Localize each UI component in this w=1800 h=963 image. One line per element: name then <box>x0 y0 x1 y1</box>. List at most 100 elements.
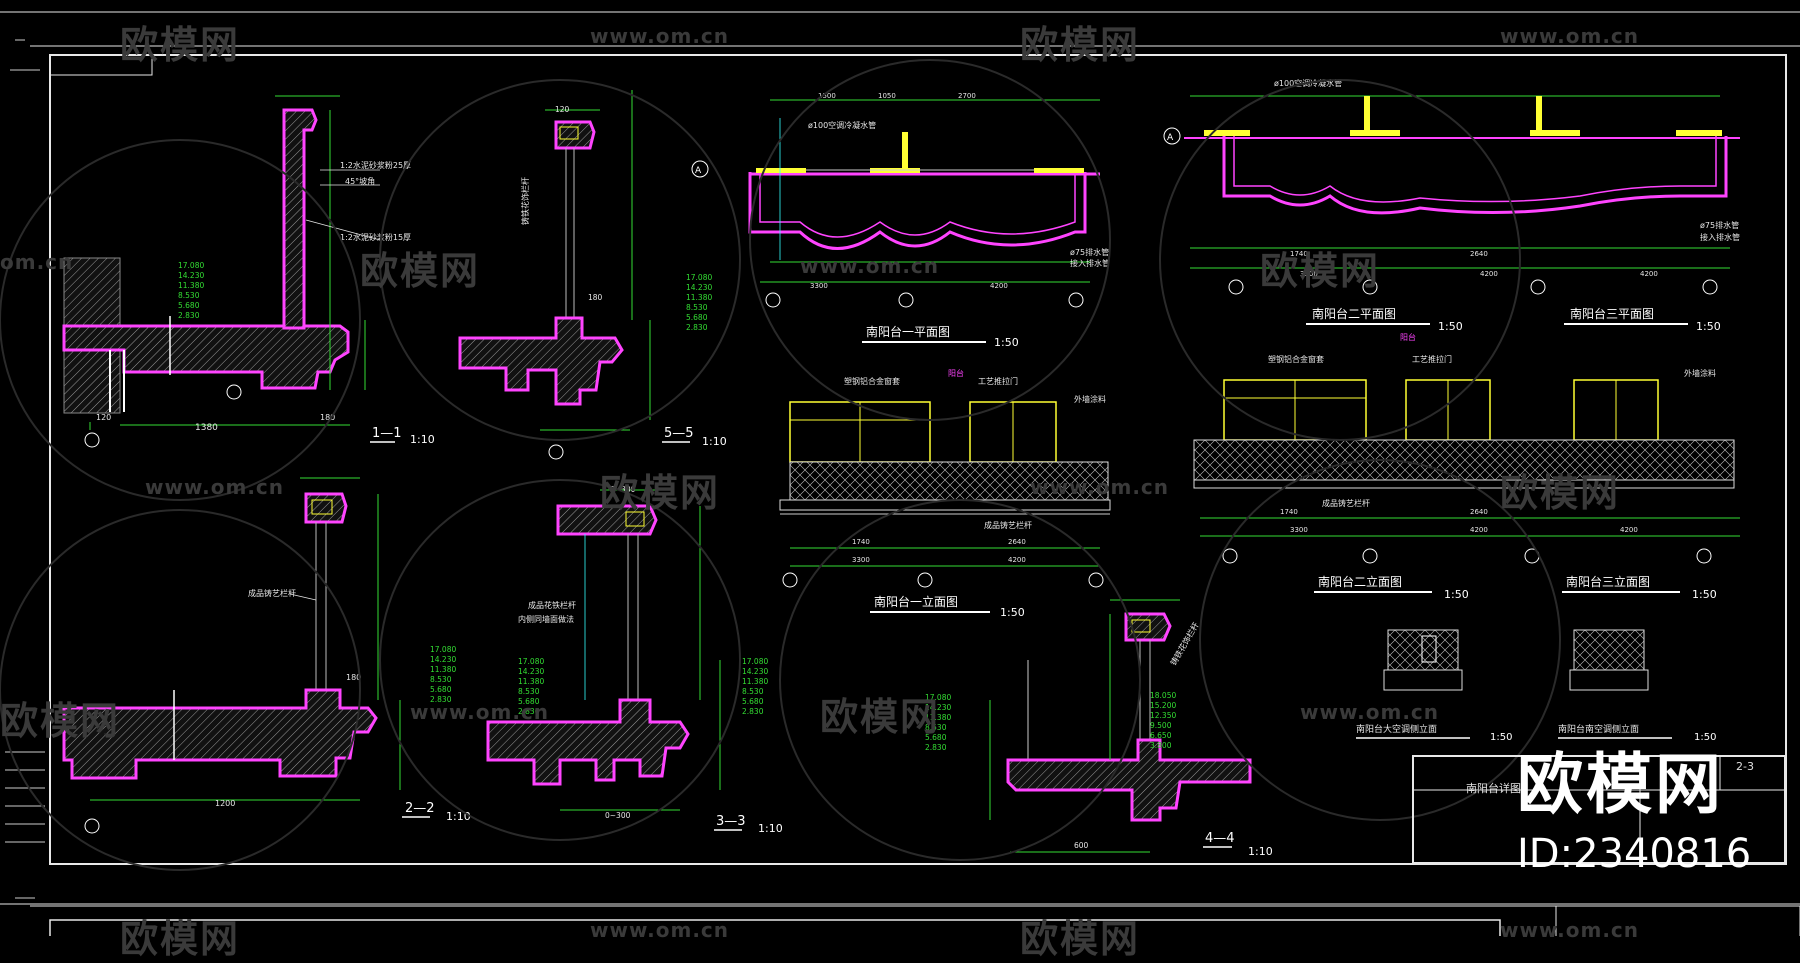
plan-balcony-2-3: ø100空调冷凝水管 ø75排水管 接入排水管 1740 2640 3300 4… <box>1163 78 1740 333</box>
dim-180-55: 180 <box>588 293 603 302</box>
dim-e2-a: 1740 <box>1280 508 1298 516</box>
margin-marks <box>5 39 45 899</box>
elevation-balcony-1: 塑钢铝合金窗套 工艺推拉门 阳台 外墙涂料 成品铸艺栏杆 1740 2640 3… <box>779 368 1111 619</box>
elev44b-2: 15.200 <box>1150 701 1176 710</box>
elev44b-3: 12.350 <box>1150 711 1176 720</box>
note-inner-wall: 内侧同墙面做法 <box>518 614 574 624</box>
elev44b-4: 9.500 <box>1150 721 1172 730</box>
watermark-url-5: www.om.cn <box>1030 475 1170 499</box>
dim-180-22: 180 <box>346 673 361 682</box>
note-cast-railing-44: 铸铁花饰栏杆 <box>1168 620 1201 667</box>
elev55-1: 17.080 <box>686 273 712 282</box>
elev2-title: 南阳台二立面图 <box>1318 574 1402 589</box>
side-elevations: 南阳台大空调侧立面 1:50 南阳台南空调侧立面 1:50 <box>1356 629 1716 743</box>
dim-e2-b: 2640 <box>1470 508 1488 516</box>
elev33b-5: 5.680 <box>742 697 764 706</box>
watermark-circles <box>0 59 1561 871</box>
plan-balcony-1: ø100空调冷凝水管 ø75排水管 接入排水管 1500 1050 2700 3… <box>691 92 1110 349</box>
side-a-scale: 1:50 <box>1490 732 1512 743</box>
dim-e2-e: 4200 <box>1620 526 1638 534</box>
elev33b-1: 17.080 <box>742 657 768 666</box>
section-label-1-1: 1—1 <box>372 426 402 441</box>
elev22-6: 2.830 <box>430 695 452 704</box>
elev2-scale: 1:50 <box>1444 588 1469 601</box>
dim-e2-d: 4200 <box>1470 526 1488 534</box>
section-2-2: 1200 180 成品铸艺栏杆 17.080 14.230 11.380 8.5… <box>62 477 471 834</box>
dim-e2-c: 3300 <box>1290 526 1308 534</box>
note-45-chamfer: 45°坡角 <box>345 176 375 186</box>
note-drain-pipe-p1: ø75排水管 <box>1070 247 1109 257</box>
dim-p1-b: 1050 <box>878 92 896 100</box>
sheet-frame <box>0 11 1800 936</box>
section-5-5: 120 180 铸铁花饰栏杆 17.080 14.230 11.380 8.53… <box>458 90 727 460</box>
watermark-brand-4: 欧模网 <box>1260 249 1381 293</box>
logo-text: 欧模网 <box>1517 746 1724 823</box>
note-railing-e2: 成品铸艺栏杆 <box>1322 498 1370 508</box>
elev33-4: 8.530 <box>518 687 540 696</box>
note-flower-railing: 成品花铁栏杆 <box>528 600 576 610</box>
section-3-3: 0~300 0~300 成品花铁栏杆 内侧同墙面做法 17.080 14.230… <box>486 485 783 835</box>
elev1-title: 南阳台一立面图 <box>874 594 958 609</box>
note-cast-railing: 铸铁花饰栏杆 <box>520 177 530 225</box>
drawing-name: 南阳台详图 <box>1466 782 1521 795</box>
elev55-3: 11.380 <box>686 293 712 302</box>
side-b-title: 南阳台南空调侧立面 <box>1558 723 1639 735</box>
elev44b-1: 18.050 <box>1150 691 1176 700</box>
plan3-title: 南阳台三平面图 <box>1570 306 1654 321</box>
section-scale-1-1: 1:10 <box>410 433 435 446</box>
watermark-url-6: www.om.cn <box>410 700 550 724</box>
dim-e1-c: 3300 <box>852 556 870 564</box>
elev-5: 5.680 <box>178 301 200 310</box>
dim-0-300-bottom: 0~300 <box>605 811 631 820</box>
elev22-3: 11.380 <box>430 665 456 674</box>
dim-e1-b: 2640 <box>1008 538 1026 546</box>
note-slide-door-e2: 工艺推拉门 <box>1412 354 1452 364</box>
elev44-3: 11.380 <box>925 713 951 722</box>
axis-a-p1: A <box>695 166 702 176</box>
elev44-6: 2.830 <box>925 743 947 752</box>
dim-p2-b: 2640 <box>1470 250 1488 258</box>
elev22-5: 5.680 <box>430 685 452 694</box>
side-b-scale: 1:50 <box>1694 732 1716 743</box>
note-slide-door-e1: 工艺推拉门 <box>978 376 1018 386</box>
plan3-scale: 1:50 <box>1696 320 1721 333</box>
section-label-2-2: 2—2 <box>405 801 435 816</box>
watermark-url-1: www.om.cn <box>590 24 730 48</box>
note-connect-p1: 接入排水管 <box>1070 258 1110 268</box>
elev33-5: 5.680 <box>518 697 540 706</box>
elev44b-5: 6.650 <box>1150 731 1172 740</box>
plan1-title: 南阳台一平面图 <box>866 324 950 339</box>
elev33-3: 11.380 <box>518 677 544 686</box>
elev44-4: 8.530 <box>925 723 947 732</box>
note-balcony-e1: 阳台 <box>948 368 964 378</box>
elev-4: 8.530 <box>178 291 200 300</box>
section-scale-3-3: 1:10 <box>758 822 783 835</box>
elev33-6: 2.830 <box>518 707 540 716</box>
title-block <box>1412 755 1786 864</box>
note-window-frame-e1: 塑钢铝合金窗套 <box>844 376 900 386</box>
elev33-2: 14.230 <box>518 667 544 676</box>
note-mortar-25: 1:2水泥砂浆粉25厚 <box>340 160 411 170</box>
dim-120: 120 <box>96 413 111 422</box>
axis-a-p2: A <box>1167 133 1174 143</box>
side-a-title: 南阳台大空调侧立面 <box>1356 723 1437 735</box>
plan1-scale: 1:50 <box>994 336 1019 349</box>
logo-id: ID:2340816 <box>1517 831 1752 877</box>
section-scale-5-5: 1:10 <box>702 435 727 448</box>
dim-e1-d: 4200 <box>1008 556 1026 564</box>
watermark-brand-2: 欧模网 <box>1020 23 1141 67</box>
watermark-brand-6: 欧模网 <box>1500 471 1621 515</box>
elev33b-3: 11.380 <box>742 677 768 686</box>
elev33-1: 17.080 <box>518 657 544 666</box>
cad-drawing-canvas: 1:2水泥砂浆粉25厚 45°坡角 1:2水泥砂浆粉15厚 1380 120 1… <box>0 11 1800 936</box>
dim-p2-e: 4200 <box>1640 270 1658 278</box>
elev44-5: 5.680 <box>925 733 947 742</box>
section-1-1: 1:2水泥砂浆粉25厚 45°坡角 1:2水泥砂浆粉15厚 1380 120 1… <box>62 95 435 448</box>
elev3-scale: 1:50 <box>1692 588 1717 601</box>
note-connect-p2: 接入排水管 <box>1700 232 1740 242</box>
watermark-url-8: www.om.cn <box>590 918 730 942</box>
elev55-2: 14.230 <box>686 283 712 292</box>
watermark-brand-5: 欧模网 <box>600 471 721 515</box>
section-scale-4-4: 1:10 <box>1248 845 1273 858</box>
dim-p1-e: 4200 <box>990 282 1008 290</box>
